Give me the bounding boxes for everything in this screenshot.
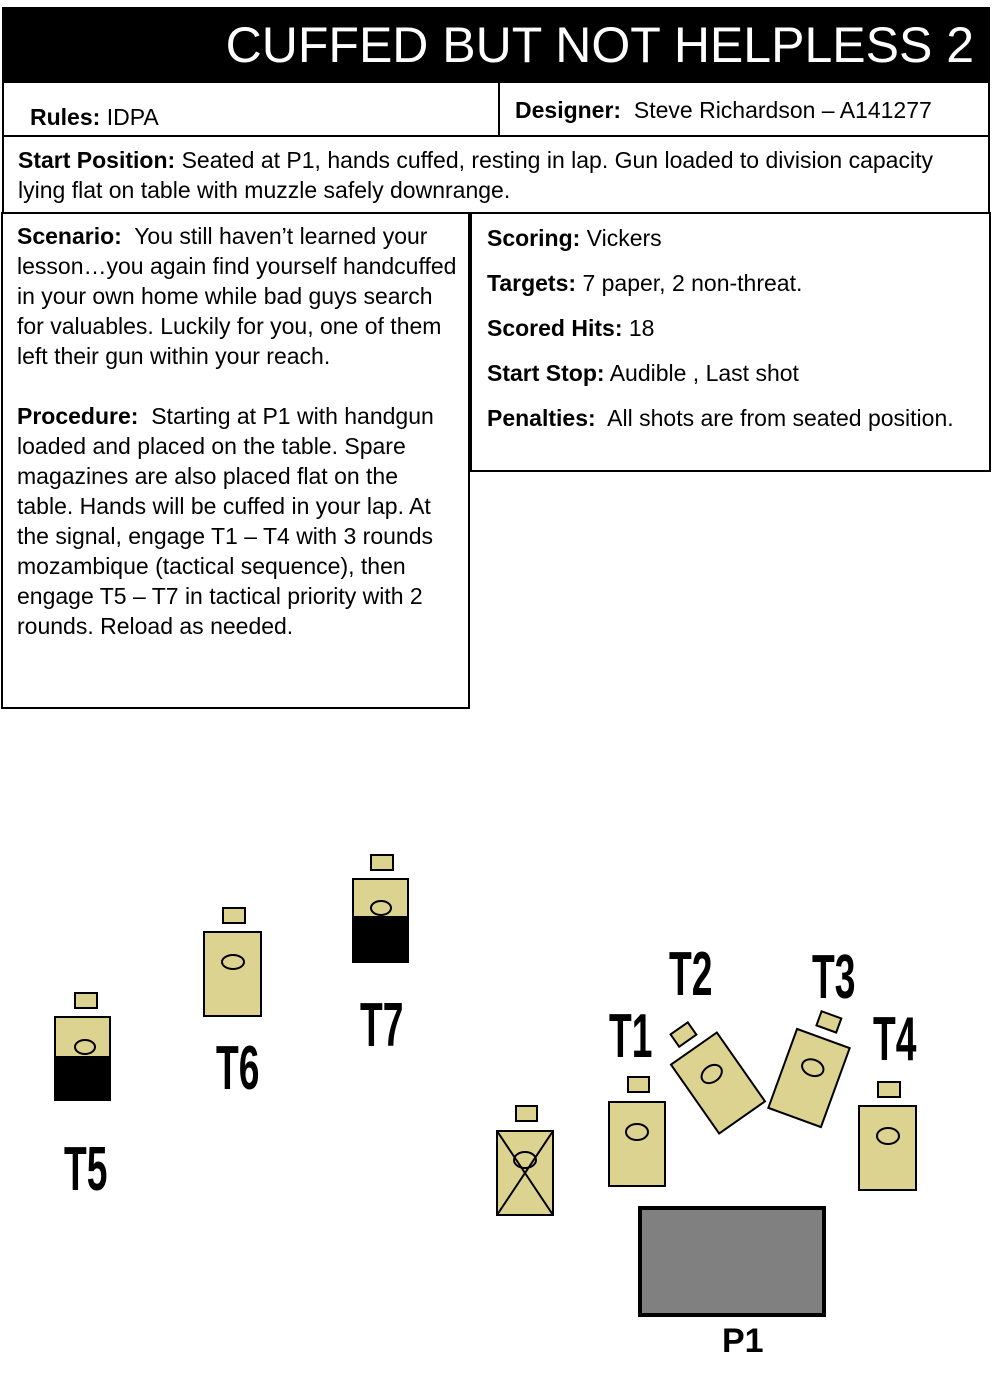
penalties-value: All shots are from seated position. [607,405,954,431]
scenario-procedure-box: Scenario: You still haven’t learned your… [1,212,470,709]
start-stop-value: Audible , Last shot [609,360,799,386]
target-label-t6: T6 [216,1034,260,1103]
start-position-value: Seated at P1, hands cuffed, resting in l… [18,147,933,203]
penalties-row: Penalties: All shots are from seated pos… [487,403,977,433]
scenario-label: Scenario: [17,223,122,249]
target-t6 [203,907,262,1017]
target-label-t5: T5 [64,1135,108,1204]
position-label-p1: P1 [722,1322,764,1360]
target-label-t1: T1 [609,1002,653,1071]
scoring-box: Scoring: Vickers Targets: 7 paper, 2 non… [470,212,991,472]
start-position-label: Start Position: [18,147,176,173]
scenario-value: You still haven’t learned your lesson…yo… [17,223,457,369]
scenario-section: Scenario: You still haven’t learned your… [17,221,460,371]
rules-value: IDPA [106,104,159,130]
procedure-section: Procedure: Starting at P1 with handgun l… [17,401,460,641]
targets-row: Targets: 7 paper, 2 non-threat. [487,268,977,298]
rules-label: Rules: [30,104,101,130]
table-p1 [638,1206,826,1317]
targets-value: 7 paper, 2 non-threat. [582,270,803,296]
scoring-value: Vickers [586,225,662,251]
scored-hits-row: Scored Hits: 18 [487,313,977,343]
start-stop-label: Start Stop: [487,360,605,386]
scored-hits-label: Scored Hits: [487,315,623,341]
scored-hits-value: 18 [628,315,655,341]
scoring-row: Scoring: Vickers [487,223,977,253]
designer-label: Designer: [515,97,622,123]
page-title: CUFFED BUT NOT HELPLESS 2 [225,17,974,73]
target-t2 [669,1020,767,1135]
target-t7 [352,854,409,963]
target-label-t7: T7 [360,991,404,1060]
target-t4 [858,1081,917,1191]
scoring-label: Scoring: [487,225,581,251]
target-t3 [767,1009,851,1129]
target-t1 [608,1076,666,1187]
title-bar: CUFFED BUT NOT HELPLESS 2 [2,7,990,82]
targets-label: Targets: [487,270,577,296]
procedure-value: Starting at P1 with handgun loaded and p… [17,403,434,639]
procedure-label: Procedure: [17,403,139,429]
target-label-t3: T3 [812,943,856,1012]
start-stop-row: Start Stop: Audible , Last shot [487,358,977,388]
target-label-t4: T4 [873,1005,917,1074]
penalties-label: Penalties: [487,405,596,431]
target-label-t2: T2 [669,940,713,1009]
non-threat-target [496,1105,554,1216]
designer-value: Steve Richardson – A141277 [633,97,932,123]
target-t5 [54,992,111,1101]
